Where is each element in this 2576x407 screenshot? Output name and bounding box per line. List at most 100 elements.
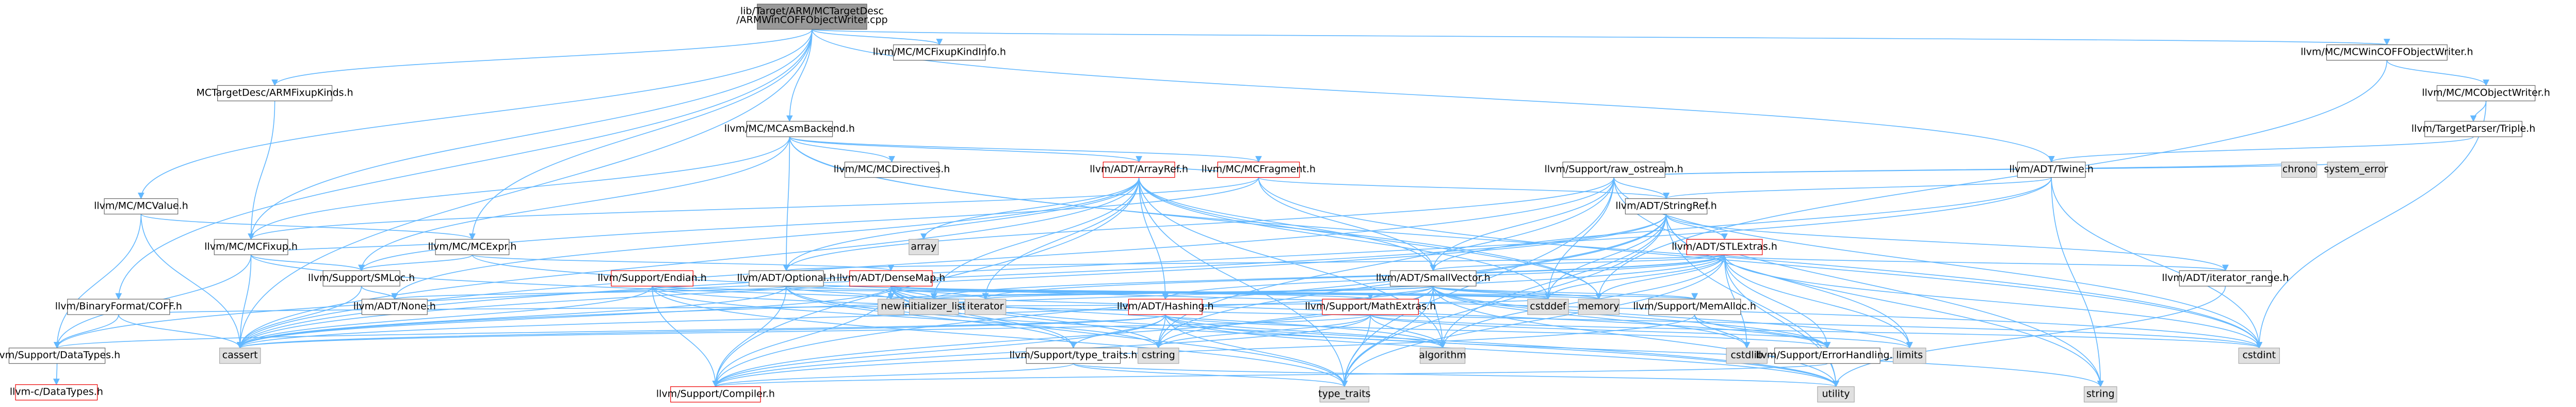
node-box: [2017, 162, 2086, 178]
node-label: cstdint: [2242, 350, 2276, 361]
node-armfixupkinds[interactable]: MCTargetDesc/ARMFixupKinds.h: [197, 85, 353, 102]
node-fixupkindinfo[interactable]: llvm/MC/MCFixupKindInfo.h: [873, 44, 1006, 61]
node-mathextras[interactable]: llvm/Support/MathExtras.h: [1305, 299, 1436, 315]
edge-arrayref-cstddef: [1138, 177, 1551, 300]
node-label: llvm/ADT/iterator_range.h: [2162, 272, 2289, 284]
node-smallvector[interactable]: llvm/ADT/SmallVector.h: [1376, 270, 1490, 287]
node-mcexpr[interactable]: llvm/MC/MCExpr.h: [428, 239, 516, 255]
edge-rawostream-cstring: [1155, 177, 1614, 349]
edge-root-fixupkindinfo: [812, 28, 943, 45]
node-asmbackend[interactable]: llvm/MC/MCAsmBackend.h: [724, 121, 855, 137]
node-box: [1625, 198, 1708, 215]
edge-mcexpr-smloc: [358, 254, 473, 272]
node-label: type_traits: [1318, 388, 1370, 400]
node-errorhandling[interactable]: llvm/Support/ErrorHandling.h: [1756, 348, 1899, 364]
edge-endian-cstring: [652, 286, 1162, 349]
node-box: [1527, 299, 1569, 315]
node-box: [67, 299, 170, 315]
node-stlextras[interactable]: llvm/ADT/STLExtras.h: [1672, 239, 1777, 255]
node-mcdirectives[interactable]: llvm/MC/MCDirectives.h: [834, 162, 950, 178]
edge-optional-cassert: [237, 286, 787, 349]
node-string: string: [2083, 386, 2117, 403]
edge-mcfragment-stringref: [1258, 177, 1670, 199]
node-box: [1319, 386, 1370, 403]
node-endian[interactable]: llvm/Support/Endian.h: [597, 270, 707, 287]
node-triple[interactable]: llvm/TargetParser/Triple.h: [2411, 121, 2535, 137]
node-none[interactable]: llvm/ADT/None.h: [353, 299, 436, 315]
node-stringref[interactable]: llvm/ADT/StringRef.h: [1615, 198, 1717, 215]
node-box: [2179, 270, 2272, 287]
node-box: [435, 239, 510, 255]
edge-asmbackend-cstdint: [789, 136, 2263, 349]
node-mcfixup[interactable]: llvm/MC/MCFixup.h: [204, 239, 298, 255]
node-compiler[interactable]: llvm/Support/Compiler.h: [656, 386, 775, 403]
edge-root-cassert: [236, 29, 813, 349]
node-mcvalue[interactable]: llvm/MC/MCValue.h: [94, 198, 188, 215]
edge-wincoff-mcobjectwriter: [2386, 60, 2489, 86]
edge-mcfragment-smloc: [358, 177, 1259, 272]
node-wincoff[interactable]: llvm/MC/MCWinCOFFObjectWriter.h: [2300, 44, 2473, 61]
node-box: [1648, 299, 1741, 315]
edge-asmbackend-arrayref: [789, 136, 1142, 163]
edge-hashing-errorhandling: [1164, 314, 1830, 349]
edge-memalloc-errorhandling: [1694, 314, 1831, 349]
node-box: [2238, 348, 2280, 364]
node-limits: limits: [1892, 348, 1926, 364]
node-rawostream[interactable]: llvm/Support/raw_ostream.h: [1545, 162, 1683, 178]
node-root[interactable]: lib/Target/ARM/MCTargetDesc/ARMWinCOFFOb…: [736, 4, 888, 30]
node-box: [2083, 386, 2117, 403]
edge-stlextras-smallvector: [1430, 254, 1725, 272]
node-label: llvm/MC/MCWinCOFFObjectWriter.h: [2300, 46, 2473, 58]
node-cstdint: cstdint: [2238, 348, 2280, 364]
edge-smallvector-algorithm: [1433, 286, 1446, 349]
node-datatypes[interactable]: llvm/Support/DataTypes.h: [0, 348, 120, 364]
node-box: [877, 299, 904, 315]
node-label: limits: [1896, 350, 1923, 361]
edge-smallvector-memory: [1433, 286, 1602, 300]
edge-triple-twine: [2048, 136, 2474, 163]
node-box: [15, 384, 98, 401]
node-memalloc[interactable]: llvm/Support/MemAlloc.h: [1633, 299, 1756, 315]
edge-root-mcexpr: [469, 29, 813, 240]
edge-wincoff-memory: [1595, 60, 2388, 300]
node-mcfragment[interactable]: llvm/MC/MCFragment.h: [1202, 162, 1316, 178]
node-mcobjectwriter[interactable]: llvm/MC/MCObjectWriter.h: [2422, 85, 2550, 102]
node-label: llvm/Support/MathExtras.h: [1305, 301, 1436, 312]
node-box: [757, 4, 867, 30]
node-smloc[interactable]: llvm/Support/SMLoc.h: [308, 270, 415, 287]
node-box: [849, 270, 933, 287]
edge-hashing-compiler: [712, 315, 1166, 387]
node-hashing[interactable]: llvm/ADT/Hashing.h: [1117, 299, 1214, 315]
node-box: [8, 348, 106, 364]
edge-binaryformat-cstddef: [118, 298, 1550, 315]
node-typetraitsh[interactable]: llvm/Support/type_traits.h: [1010, 348, 1138, 364]
node-cdatatypes[interactable]: llvm-c/DataTypes.h: [10, 384, 103, 401]
node-box: [1774, 348, 1881, 364]
node-label: llvm/BinaryFormat/COFF.h: [55, 301, 182, 312]
edge-mcfragment-mcfixup: [248, 177, 1259, 240]
node-label: cstring: [1142, 350, 1175, 361]
edge-smallvector-memalloc: [1433, 286, 1698, 300]
edge-rawostream-stringref: [1613, 177, 1670, 199]
node-twine[interactable]: llvm/ADT/Twine.h: [2009, 162, 2094, 178]
node-optional[interactable]: llvm/ADT/Optional.h: [737, 270, 836, 287]
edge-asmbackend-smloc: [358, 136, 790, 272]
node-densemap[interactable]: llvm/ADT/DenseMap.h: [837, 270, 945, 287]
edge-mathextras-typetraits: [1341, 315, 1371, 387]
edge-memalloc-compiler: [712, 314, 1695, 387]
nodes-layer: lib/Target/ARM/MCTargetDesc/ARMWinCOFFOb…: [0, 4, 2550, 403]
edge-optional-compiler: [712, 286, 787, 387]
node-arrayref[interactable]: llvm/ADT/ArrayRef.h: [1090, 162, 1188, 178]
node-box: [2436, 85, 2536, 102]
edge-arrayref-array: [920, 177, 1140, 240]
node-iteratorrange[interactable]: llvm/ADT/iterator_range.h: [2162, 270, 2289, 287]
node-box: [1390, 270, 1477, 287]
node-binaryformat[interactable]: llvm/BinaryFormat/COFF.h: [55, 299, 182, 315]
edge-optional-new: [786, 286, 895, 300]
edge-stringref-typetraits: [1341, 214, 1667, 387]
edge-stlextras-cstddef: [1545, 255, 1725, 300]
node-label: llvm/Support/SMLoc.h: [308, 272, 415, 284]
edge-memalloc-cstdlib: [1694, 315, 1751, 349]
edge-mathextras-cstdint: [1370, 314, 2262, 349]
edge-mathextras-limits: [1370, 314, 1913, 349]
